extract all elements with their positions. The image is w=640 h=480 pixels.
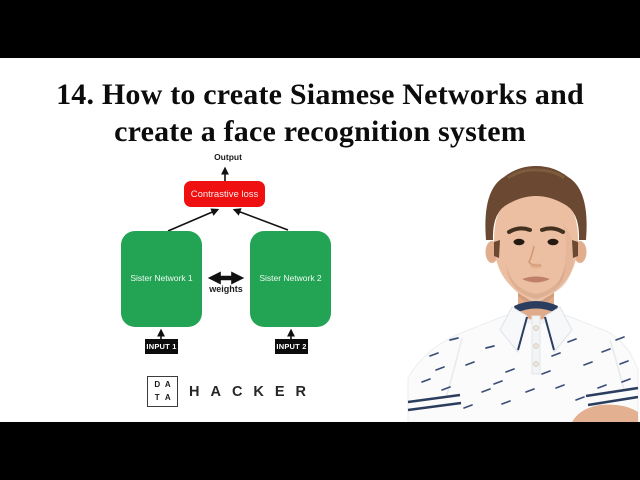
logo-letter: A [164, 392, 171, 402]
input-2-box: INPUT 2 [275, 339, 308, 354]
datahacker-wordmark: HACKER [189, 384, 318, 400]
input-1-box: INPUT 1 [145, 339, 178, 354]
logo-letter: T [154, 392, 160, 402]
sister-network-1-label: Sister Network 1 [130, 272, 193, 283]
contrastive-loss-box: Contrastive loss [184, 181, 265, 207]
eye [513, 238, 525, 246]
shirt-speckles [421, 336, 631, 409]
polo-collar [499, 301, 573, 375]
presenter-photo [407, 166, 639, 422]
logo-letter: A [164, 380, 171, 390]
sister-network-1-box: Sister Network 1 [121, 231, 202, 327]
diagram-arrows [157, 166, 295, 339]
weights-label: weights [209, 284, 243, 294]
eye [547, 238, 559, 246]
sister-network-2-label: Sister Network 2 [259, 272, 322, 283]
input-2-label: INPUT 2 [276, 342, 307, 351]
stubble [506, 264, 566, 299]
sleeve-trim [407, 386, 639, 412]
button [533, 325, 539, 331]
input-1-label: INPUT 1 [146, 342, 177, 351]
face [494, 190, 578, 300]
arrow-net2-to-loss [232, 208, 289, 231]
hair [485, 166, 587, 258]
title-line-1: 14. How to create Siamese Networks and [56, 78, 584, 111]
contrastive-loss-label: Contrastive loss [190, 188, 259, 200]
forearm [572, 404, 638, 422]
eyebrow [540, 226, 565, 234]
video-title: 14. How to create Siamese Networks and c… [0, 76, 640, 150]
title-line-2: create a face recognition system [114, 115, 526, 148]
logo-letter: D [154, 380, 161, 390]
button [533, 361, 539, 367]
eyebrow [507, 226, 532, 234]
datahacker-logo-grid: D A T A [147, 376, 178, 407]
button [533, 343, 539, 349]
lips [522, 276, 550, 283]
arrow-net1-to-loss [167, 208, 220, 232]
output-label: Output [214, 152, 242, 162]
sister-network-2-box: Sister Network 2 [250, 231, 331, 327]
